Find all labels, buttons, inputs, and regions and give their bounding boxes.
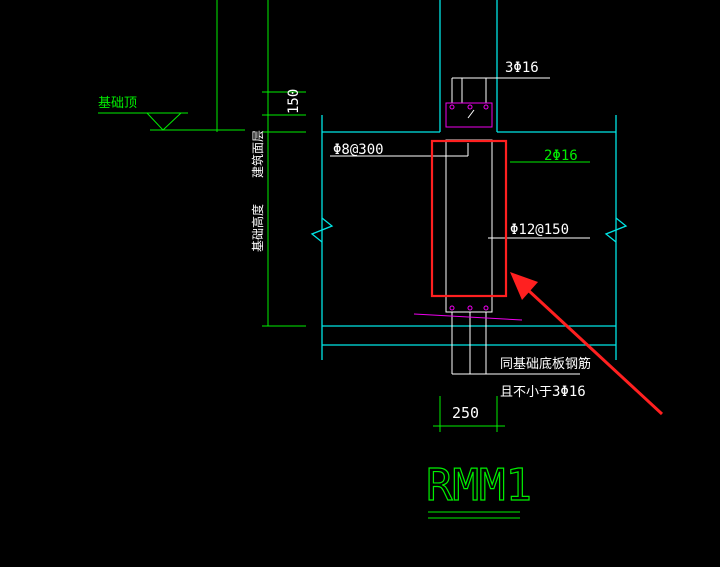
- label-dim-150: 150: [286, 89, 302, 114]
- rebar-dot: [483, 305, 489, 311]
- label-base-ref-bars: 3Φ16: [552, 384, 586, 400]
- rebar-dot: [449, 305, 455, 311]
- label-side-bars: 2Φ16: [544, 148, 578, 164]
- arrow-shaft: [526, 288, 664, 416]
- ground-beam: [330, 77, 590, 375]
- label-base-ref-line2: 且不小于: [500, 385, 552, 400]
- label-vertical-2: 基础高度: [250, 204, 265, 252]
- level-triangle: [146, 112, 182, 131]
- structure-outline: [310, 0, 628, 360]
- label-base-ref-line1: 同基础底板钢筋: [500, 356, 591, 372]
- drawing-title: RMM1: [426, 460, 532, 511]
- rebar-dot: [467, 305, 473, 311]
- stirrups: [413, 102, 523, 321]
- label-dim-250: 250: [452, 404, 479, 422]
- red-annotation: [430, 139, 664, 416]
- break-symbol-right: [604, 217, 628, 243]
- label-vertical-1: 建筑面层: [250, 130, 265, 178]
- dimensions: [98, 0, 590, 519]
- stirrup-bottom-line: [413, 313, 523, 321]
- leader-top-tick: [467, 109, 475, 119]
- label-foundation-top: 基础顶: [98, 96, 137, 111]
- arrow-head-icon: [510, 272, 538, 300]
- label-stirrup-right: Φ12@150: [510, 222, 569, 238]
- rebar-dot: [449, 104, 455, 110]
- stirrup-top: [445, 102, 493, 128]
- highlight-box: [430, 139, 508, 298]
- rebar-dot: [467, 104, 473, 110]
- label-top-bars: 3Φ16: [505, 60, 539, 76]
- beam-outline: [445, 139, 493, 313]
- label-stirrup-left: Φ8@300: [333, 142, 384, 158]
- break-symbol-left: [310, 217, 334, 243]
- rebar-dot: [483, 104, 489, 110]
